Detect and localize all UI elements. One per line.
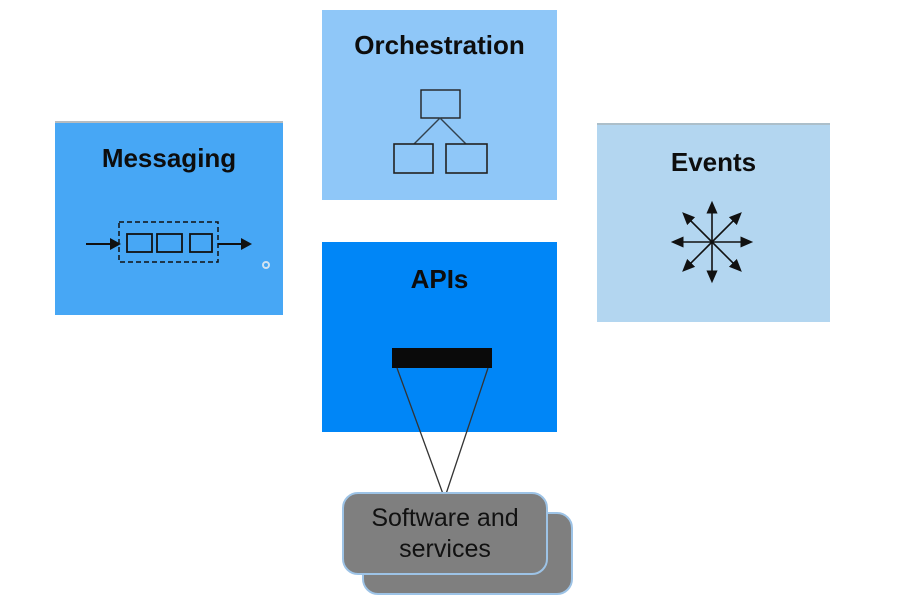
card-orchestration: Orchestration xyxy=(322,10,557,200)
card-messaging: Messaging xyxy=(55,121,283,315)
card-title-messaging: Messaging xyxy=(101,143,237,173)
card-events: Events xyxy=(597,123,830,322)
card-apis: APIs xyxy=(322,242,557,432)
callout-software-services: Software and services xyxy=(342,492,548,575)
callout-label: Software and services xyxy=(371,504,519,563)
card-title-apis: APIs xyxy=(410,264,469,294)
card-title-orchestration: Orchestration xyxy=(354,30,525,60)
card-title-events: Events xyxy=(670,147,757,177)
small-circle-decoration xyxy=(262,261,270,269)
